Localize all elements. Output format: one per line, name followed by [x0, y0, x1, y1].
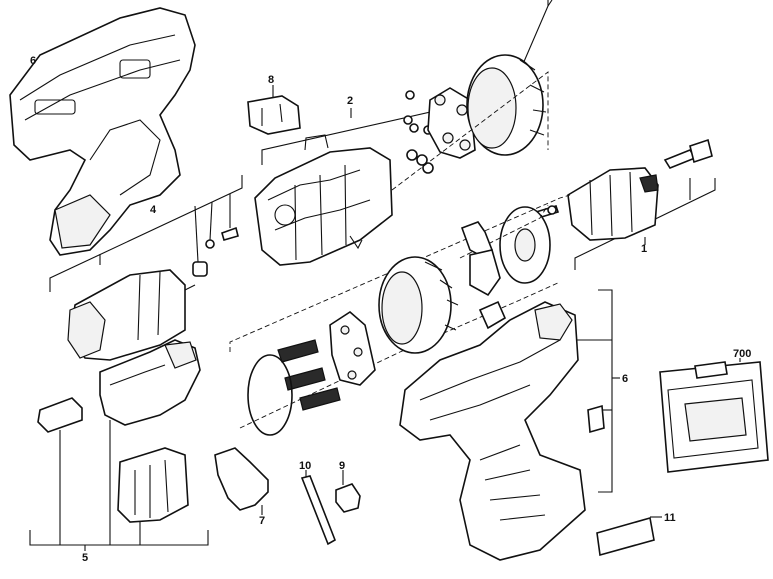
- callout-8: 8: [268, 74, 274, 86]
- callout-6-left: 6: [30, 55, 36, 67]
- belt-clip: [214, 447, 269, 515]
- callout-1: 1: [641, 243, 647, 255]
- callout-labels: 1 2 4 5 6 6 7 8 9 10 11 700: [30, 55, 751, 564]
- chuck-assembly: [459, 138, 716, 284]
- callout-700: 700: [733, 348, 751, 360]
- callout-10: 10: [299, 460, 311, 472]
- housing-half-left: [9, 7, 196, 256]
- clutch-assembly: [229, 194, 571, 436]
- bit-holder: [335, 470, 361, 513]
- motor-assembly: [49, 175, 243, 361]
- nameplate-label: [596, 516, 662, 557]
- callout-9: 9: [339, 460, 345, 472]
- carrying-case: [659, 358, 769, 473]
- callout-5: 5: [82, 552, 88, 564]
- switch-assembly: [29, 339, 209, 551]
- callout-6-right: 6: [622, 373, 628, 385]
- housing-half-right: [399, 289, 620, 561]
- switch-cover: [247, 85, 301, 135]
- callout-2: 2: [347, 95, 353, 107]
- gearbox-assembly: [254, 0, 553, 266]
- screwdriver-bit: [300, 470, 336, 546]
- callout-11: 11: [664, 512, 676, 524]
- callout-4: 4: [150, 204, 157, 216]
- callout-7: 7: [259, 515, 265, 527]
